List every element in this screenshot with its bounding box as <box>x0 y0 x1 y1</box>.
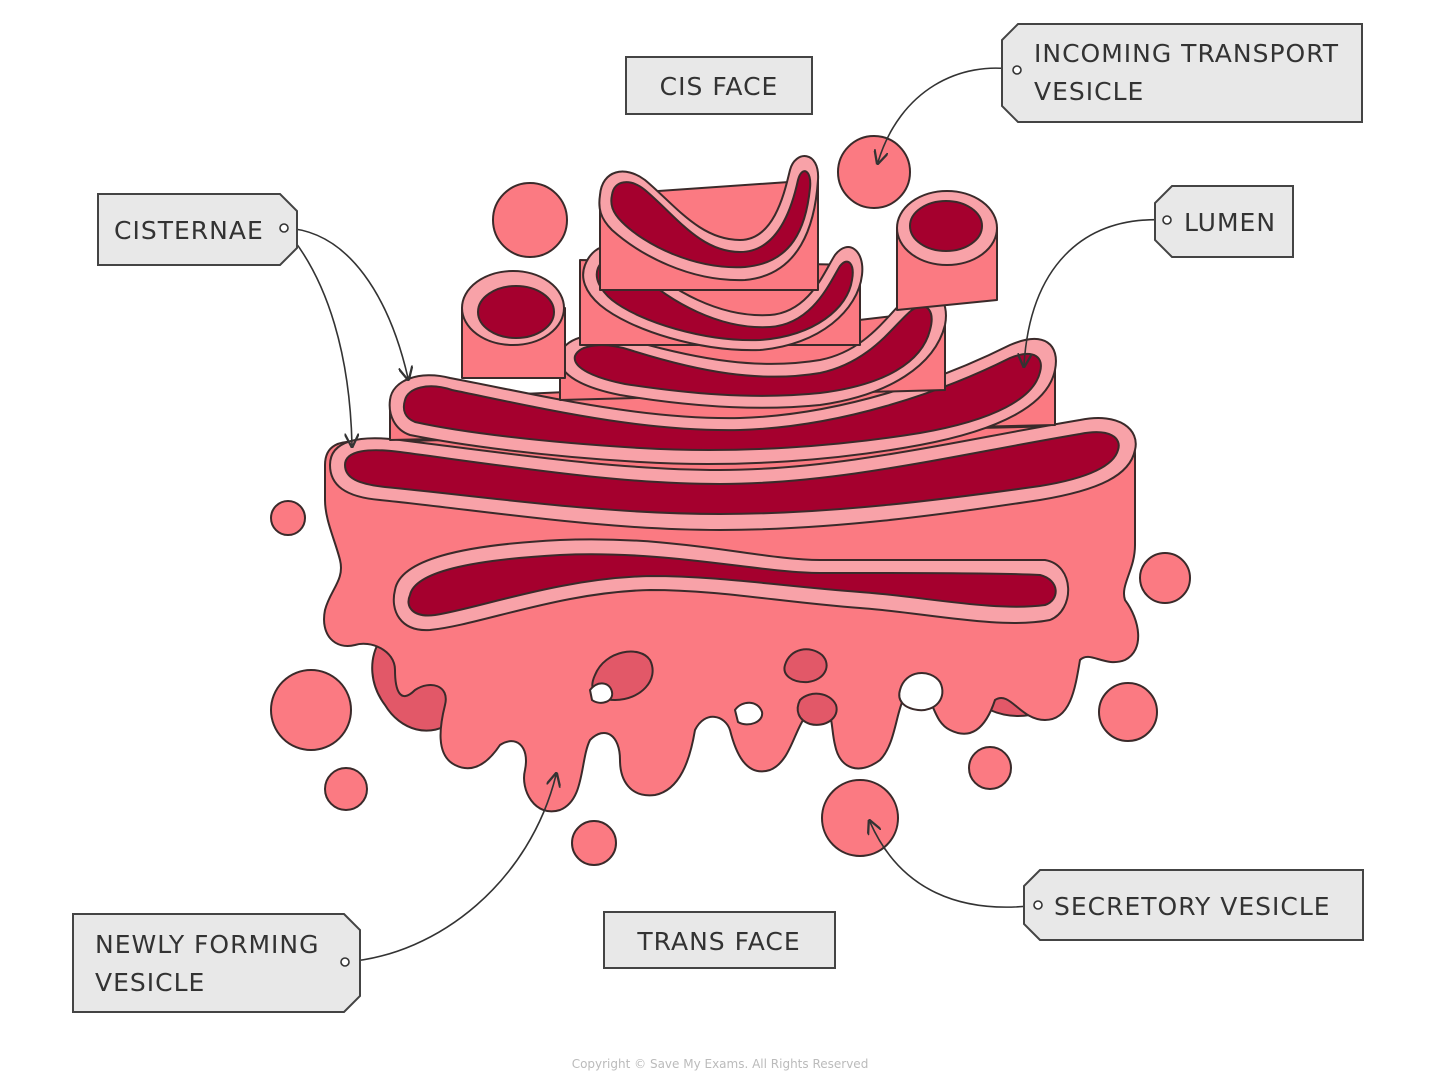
secretory-vesicle <box>821 779 899 857</box>
tag-hole <box>1012 65 1022 75</box>
label-tag <box>97 193 298 266</box>
cis-face-text: CIS FACE <box>660 72 779 101</box>
label-box <box>625 56 813 115</box>
label-tag <box>1154 185 1294 258</box>
label-cisternae: CISTERNAE <box>97 193 298 266</box>
vesicle <box>1139 552 1191 604</box>
tag-hole <box>1162 215 1172 225</box>
label-cis-face: CIS FACE <box>625 56 813 115</box>
incoming-vesicle <box>837 135 911 209</box>
vesicle <box>270 500 306 536</box>
vesicle <box>1098 682 1158 742</box>
leader-incoming <box>878 67 1018 162</box>
secretory-text: SECRETORY VESICLE <box>1054 892 1331 921</box>
vesicle <box>968 746 1012 790</box>
label-tag <box>72 913 361 1013</box>
label-box <box>603 911 836 969</box>
leader-cisternae-2 <box>283 227 352 445</box>
cisterna-1-lumen <box>595 257 854 342</box>
tag-hole <box>340 957 350 967</box>
trans-face-body <box>323 424 1140 813</box>
tube-right-lumen <box>909 200 983 252</box>
trans-network-hole <box>796 692 838 726</box>
tag-hole <box>279 223 289 233</box>
cisterna-4-lumen <box>344 431 1120 515</box>
copyright-text: Copyright © Save My Exams. All Rights Re… <box>572 1057 869 1071</box>
trans-network-hole <box>898 672 944 712</box>
label-trans-face: TRANS FACE <box>603 911 836 969</box>
tube-left-lumen <box>477 285 555 339</box>
vesicle <box>270 669 352 751</box>
cisterna-3-lumen <box>402 353 1042 452</box>
lumen-text: LUMEN <box>1184 208 1276 237</box>
cisterna-2-lumen <box>573 305 933 397</box>
newly-text-line2: VESICLE <box>95 968 205 997</box>
label-secretory-vesicle: SECRETORY VESICLE <box>1023 869 1364 941</box>
label-newly-forming-vesicle: NEWLY FORMING VESICLE <box>72 913 361 1013</box>
cisternae-text: CISTERNAE <box>114 216 264 245</box>
leader-secretory <box>870 822 1039 908</box>
leader-lumen <box>1024 218 1168 365</box>
vesicles <box>270 135 1191 866</box>
label-incoming-transport-vesicle: INCOMING TRANSPORT VESICLE <box>1001 23 1363 123</box>
vesicle <box>571 820 617 866</box>
vesicle <box>492 182 568 258</box>
golgi-body <box>323 155 1140 813</box>
cis-cisterna-top-lumen <box>610 170 812 269</box>
tag-hole <box>1033 900 1043 910</box>
vesicle <box>324 767 368 811</box>
newly-text-line1: NEWLY FORMING <box>95 930 320 959</box>
trans-network-hole <box>783 648 828 684</box>
trans-network-hole <box>589 682 614 704</box>
incoming-text-line2: VESICLE <box>1034 77 1144 106</box>
leader-lines <box>283 67 1168 963</box>
leader-cisternae-1 <box>283 227 408 378</box>
label-lumen: LUMEN <box>1154 185 1294 258</box>
label-tag <box>1001 23 1363 123</box>
incoming-text-line1: INCOMING TRANSPORT <box>1034 39 1339 68</box>
label-tag <box>1023 869 1364 941</box>
trans-face-text: TRANS FACE <box>636 927 800 956</box>
leader-newly-forming <box>344 775 556 963</box>
cisterna-5-lumen <box>407 553 1057 617</box>
trans-network-hole <box>734 701 764 726</box>
